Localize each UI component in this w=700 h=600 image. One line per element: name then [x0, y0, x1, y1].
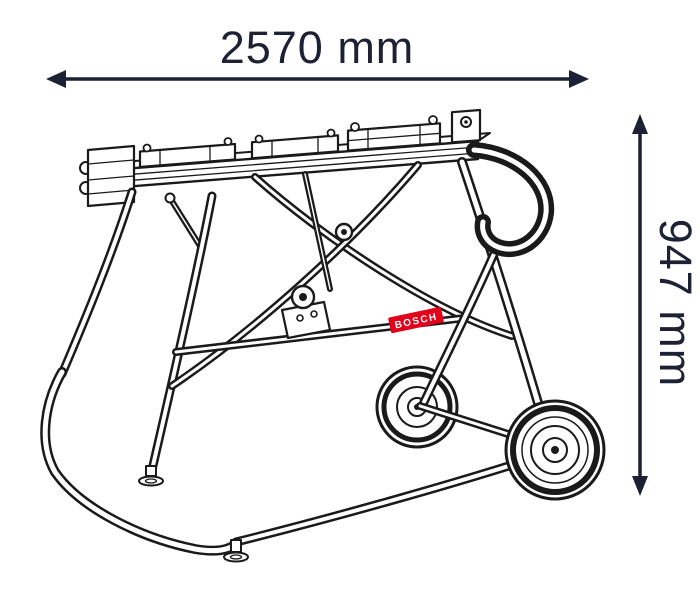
release-lever-tube-inner: [169, 197, 201, 247]
rail-end-pin: [464, 120, 468, 124]
front-wheel-tread: [510, 405, 600, 495]
bottom-brace-tube-inner: [234, 454, 542, 544]
brand-label: BOSCH: [388, 306, 444, 334]
bracket-screw: [326, 128, 336, 138]
width-dimension: 2570 mm: [46, 22, 589, 88]
leveling-foot: [223, 551, 249, 563]
push-handle-tube-inner: [471, 147, 549, 252]
height-label: 947 mm: [650, 219, 700, 388]
arrow-right-icon: [569, 70, 589, 88]
bracket-screw: [142, 143, 152, 153]
leveling-foot: [138, 475, 164, 487]
scissor-rear-tube-inner: [170, 163, 420, 388]
bracket-c-ticks: [347, 124, 441, 150]
rear-wheel-rim: [396, 386, 438, 428]
bracket-a-ticks: [159, 145, 211, 167]
hub-pin: [299, 293, 307, 301]
front-wheel-sidewall: [521, 416, 589, 484]
left-clamp-lines: [87, 159, 135, 195]
scissor-pivot-pin: [341, 229, 347, 235]
bracket-screw: [350, 122, 360, 132]
stand-drawing: BOSCH: [40, 108, 606, 563]
foot-stem: [145, 465, 157, 477]
front-wheel-axle-cap: [551, 446, 559, 454]
front-right-leg-tube-inner: [422, 245, 499, 404]
arrow-left-icon: [46, 70, 66, 88]
carry-loop-tube-inner: [42, 369, 240, 554]
bracket-screw: [223, 137, 233, 146]
rail-groove-line: [97, 146, 479, 178]
plate-hole: [296, 314, 304, 322]
mounting-bracket-a: [138, 142, 237, 169]
mounting-bracket-b: [250, 134, 340, 160]
rail-groove-line: [97, 152, 479, 184]
carry-loop-tube: [40, 367, 242, 556]
foot-detail: [144, 478, 158, 484]
foot-stem: [230, 539, 242, 553]
rear-wheel-tread: [381, 371, 453, 443]
bracket-screw: [254, 134, 264, 144]
arrow-up-icon: [632, 114, 648, 134]
plate-hole: [310, 310, 318, 318]
arrow-down-icon: [632, 476, 648, 496]
height-dimension: 947 mm: [632, 114, 700, 496]
front-wheel-rim: [530, 425, 580, 475]
front-left-leg-tube-inner: [150, 194, 214, 472]
scissor-front-tube-inner: [253, 175, 514, 338]
front-wheel-hub: [542, 437, 568, 463]
center-support-tube-inner: [304, 173, 331, 290]
lever-pivot: [164, 192, 176, 204]
bracket-screw: [428, 115, 438, 125]
brand-label-plate: [388, 306, 444, 334]
bracket-b-ticks: [271, 136, 319, 158]
width-label: 2570 mm: [220, 22, 415, 73]
foot-detail: [229, 554, 243, 560]
rear-left-leg-tube-inner: [60, 190, 134, 376]
